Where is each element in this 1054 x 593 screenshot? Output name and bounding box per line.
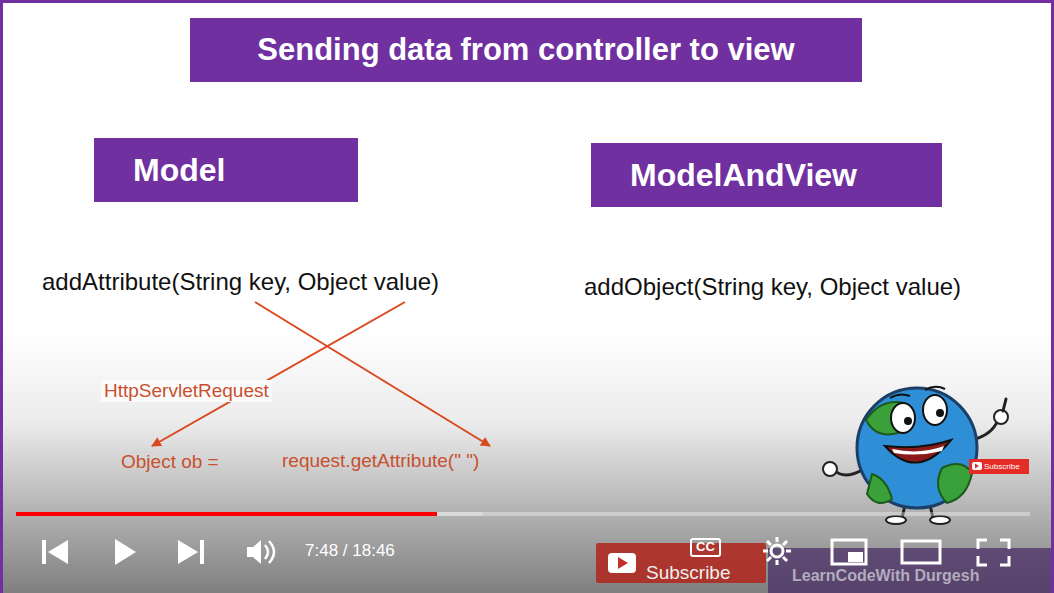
watermark-band bbox=[768, 548, 1054, 593]
globe-mascot bbox=[823, 387, 1008, 524]
badge-back bbox=[969, 459, 1029, 474]
title-text: Sending data from controller to view bbox=[257, 32, 794, 68]
title-banner: Sending data from controller to view bbox=[190, 18, 862, 82]
subscribe-text: Subscribe bbox=[646, 562, 731, 584]
method-box: ModelAndView bbox=[591, 143, 942, 207]
subscribe-badge: Subscribe bbox=[969, 459, 1023, 474]
box-label: Model bbox=[133, 152, 358, 189]
progress-track bbox=[16, 512, 1030, 516]
method-box: Model bbox=[94, 138, 358, 202]
badge-icon bbox=[972, 462, 982, 470]
video-time: 7:48 / 18:46 bbox=[305, 541, 395, 561]
box-label: ModelAndView bbox=[630, 157, 942, 194]
class-name: HttpServletRequest bbox=[101, 380, 272, 402]
code-fragment: Object ob = bbox=[121, 451, 219, 473]
subscribe-button bbox=[596, 543, 766, 583]
method-signature: addObject(String key, Object value) bbox=[584, 273, 961, 301]
cross-arrow bbox=[152, 302, 405, 446]
player-icons bbox=[763, 537, 1009, 565]
captions-icon: CC bbox=[690, 538, 721, 557]
channel-watermark: LearnCodeWith Durgesh bbox=[792, 567, 979, 585]
progress-buffer bbox=[437, 512, 483, 516]
subscribe-icon bbox=[608, 553, 636, 573]
cross-arrow bbox=[255, 302, 490, 446]
progress-played bbox=[16, 512, 437, 516]
method-signature: addAttribute(String key, Object value) bbox=[42, 268, 439, 296]
player-controls bbox=[42, 539, 274, 565]
code-fragment: request.getAttribute(" ") bbox=[282, 450, 479, 472]
